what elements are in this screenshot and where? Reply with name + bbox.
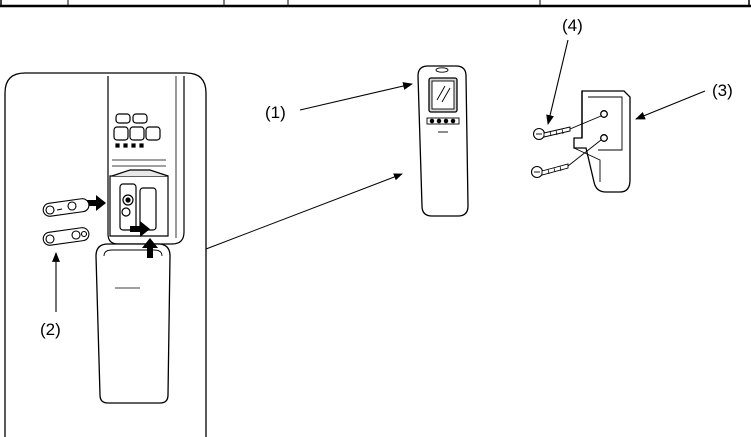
insert-arrow-right-bottom xyxy=(130,221,150,237)
battery-top xyxy=(42,198,90,217)
remote-leader-arrow xyxy=(299,82,413,111)
screw-guide-line-top xyxy=(569,115,602,130)
battery-bottom xyxy=(42,227,90,246)
label-screws: (4) xyxy=(562,16,583,35)
label-remote: (1) xyxy=(265,103,286,122)
remote-open-back-illustration xyxy=(107,76,185,245)
battery-cover-illustration xyxy=(95,243,171,404)
screw-guide-line-bottom xyxy=(567,139,602,167)
label-holder: (3) xyxy=(712,81,733,100)
screws-leader-arrow xyxy=(546,39,569,125)
remote-control-illustration xyxy=(417,65,469,217)
insert-arrow-horizontal xyxy=(86,195,106,211)
screw-top xyxy=(532,126,571,141)
connector-line xyxy=(205,173,403,250)
label-batteries: (2) xyxy=(40,320,61,339)
insert-arrow-up xyxy=(142,238,158,258)
table-border-fragment xyxy=(0,0,751,8)
holder-leader-arrow xyxy=(635,90,706,120)
remote-holder-illustration xyxy=(573,90,631,193)
detail-inset-panel xyxy=(4,72,207,437)
screw-bottom xyxy=(530,163,569,179)
